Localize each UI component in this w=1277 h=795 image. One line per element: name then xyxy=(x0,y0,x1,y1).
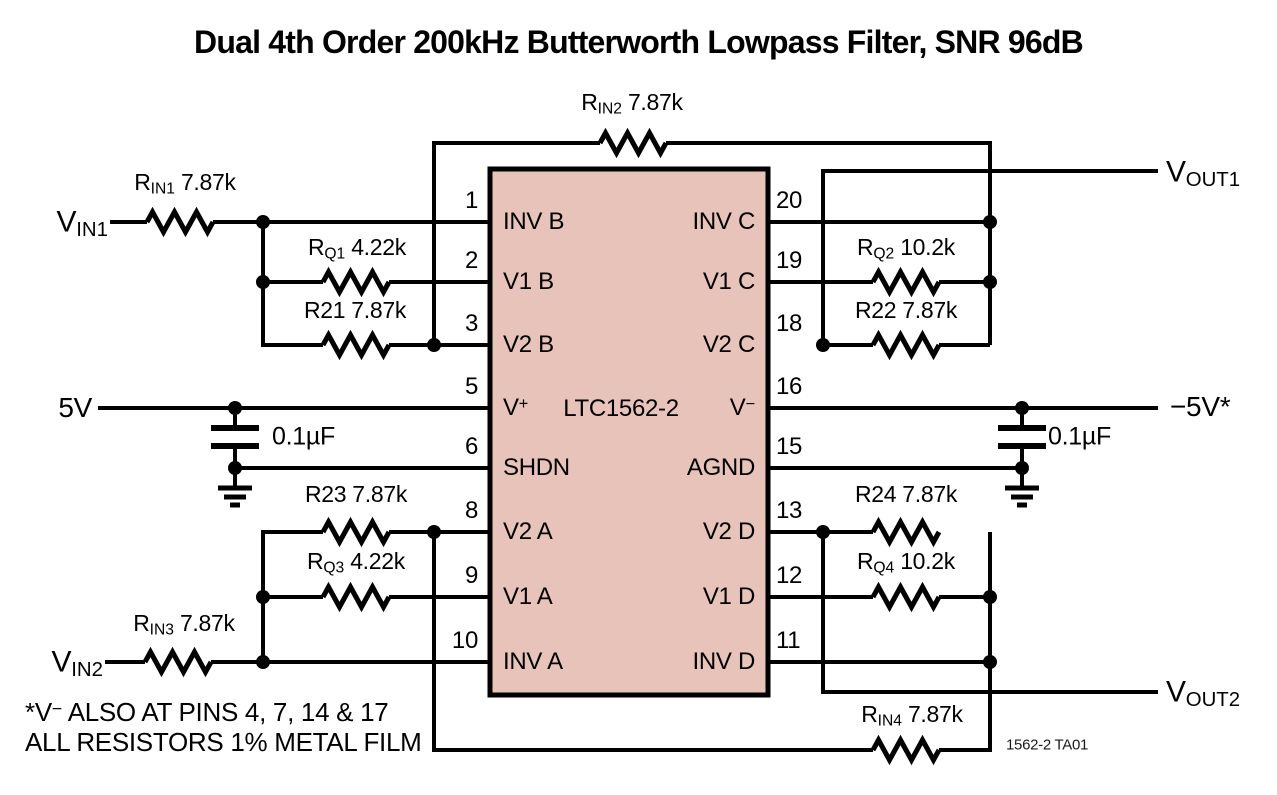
resistor-rin3-symbol xyxy=(145,652,211,672)
junction-dot xyxy=(228,401,242,415)
pin-number-5: 5 xyxy=(464,373,478,400)
pin-number-1: 1 xyxy=(464,187,478,214)
junction-dot xyxy=(983,215,997,229)
pin-name-v2-c: V2 C xyxy=(702,331,755,358)
pin-name-vminus: V− xyxy=(729,394,755,422)
junction-dot xyxy=(1015,461,1029,475)
resistor-rin2-symbol xyxy=(600,133,666,153)
pin-name-v1-b: V1 B xyxy=(503,268,554,295)
pin-number-20: 20 xyxy=(776,187,803,214)
resistor-r21-symbol xyxy=(323,335,389,355)
pin-number-11: 11 xyxy=(776,627,801,654)
pin-number-18: 18 xyxy=(776,310,803,337)
resistor-rq2-symbol xyxy=(873,272,939,292)
rail-label-5v: 5V xyxy=(58,392,92,423)
pin-number-6: 6 xyxy=(464,433,478,460)
junction-dot xyxy=(1015,401,1029,415)
pin-name-v1-a: V1 A xyxy=(503,583,553,610)
junction-dot xyxy=(427,525,441,539)
port-label-vout1: VOUT1 xyxy=(1166,155,1241,192)
ground-left-symbol xyxy=(218,488,252,505)
junction-dot xyxy=(427,338,441,352)
resistor-rin4-symbol xyxy=(873,740,939,760)
pin-name-vplus: V+ xyxy=(503,394,529,422)
capacitor-left-symbol xyxy=(211,428,259,446)
resistor-rq4-symbol xyxy=(873,587,939,607)
ic-body xyxy=(487,166,771,698)
resistor-rq3-symbol xyxy=(323,587,389,607)
ic-part-label: LTC1562-2 xyxy=(563,395,679,422)
pin-name-v2-a: V2 A xyxy=(503,518,553,545)
pin-number-3: 3 xyxy=(464,310,478,337)
figure-tag: 1562-2 TA01 xyxy=(1006,736,1089,754)
junction-dot xyxy=(983,275,997,289)
pin-name-v1-d: V1 D xyxy=(702,583,755,610)
resistor-rq1-symbol xyxy=(323,272,389,292)
port-label-vin2: VIN2 xyxy=(51,645,103,682)
resistor-rin1-symbol xyxy=(147,212,213,232)
pin-name-inv-a: INV A xyxy=(503,648,563,675)
pin-name-v2-b: V2 B xyxy=(503,331,554,358)
note-line-1: *V− ALSO AT PINS 4, 7, 14 & 17 xyxy=(25,697,389,727)
junction-dot xyxy=(228,461,242,475)
pin-number-2: 2 xyxy=(464,247,478,274)
page-title: Dual 4th Order 200kHz Butterworth Lowpas… xyxy=(194,24,1084,60)
pin-name-agnd: AGND xyxy=(686,454,755,481)
pin-number-16: 16 xyxy=(776,373,803,400)
resistor-r23-symbol xyxy=(323,522,389,542)
pin-number-10: 10 xyxy=(451,627,478,654)
capacitor-right-symbol xyxy=(998,428,1046,446)
pin-number-8: 8 xyxy=(464,497,478,524)
note-line-2: ALL RESISTORS 1% METAL FILM xyxy=(25,727,422,757)
resistor-r24-symbol xyxy=(873,522,939,542)
pin-number-12: 12 xyxy=(776,562,803,589)
pin-name-inv-d: INV D xyxy=(692,648,755,675)
pin-name-inv-b: INV B xyxy=(503,208,565,235)
wire-segments xyxy=(98,141,1158,752)
pin-name-v1-c: V1 C xyxy=(702,268,755,295)
pin-number-19: 19 xyxy=(776,247,803,274)
pin-name-inv-c: INV C xyxy=(692,208,755,235)
rail-label-neg5v: −5V* xyxy=(1170,391,1231,422)
ground-right-symbol xyxy=(1005,488,1039,505)
junction-dot xyxy=(816,338,830,352)
capacitor-label-left: 0.1µF xyxy=(272,422,335,451)
junction-dot xyxy=(256,215,270,229)
pin-name-shdn: SHDN xyxy=(503,454,570,481)
junction-dot xyxy=(256,275,270,289)
port-label-vin1: VIN1 xyxy=(56,205,108,242)
pin-number-13: 13 xyxy=(776,497,803,524)
junction-dot xyxy=(983,655,997,669)
junction-dot xyxy=(816,525,830,539)
junction-dot xyxy=(256,590,270,604)
resistor-r22-symbol xyxy=(873,335,939,355)
pin-number-15: 15 xyxy=(776,433,803,460)
junction-dot xyxy=(983,590,997,604)
port-label-vout2: VOUT2 xyxy=(1166,675,1241,712)
pin-name-v2-d: V2 D xyxy=(702,518,755,545)
junction-dots xyxy=(228,215,1029,669)
junction-dot xyxy=(256,655,270,669)
capacitor-label-right: 0.1µF xyxy=(1048,422,1111,451)
pin-number-9: 9 xyxy=(464,562,478,589)
